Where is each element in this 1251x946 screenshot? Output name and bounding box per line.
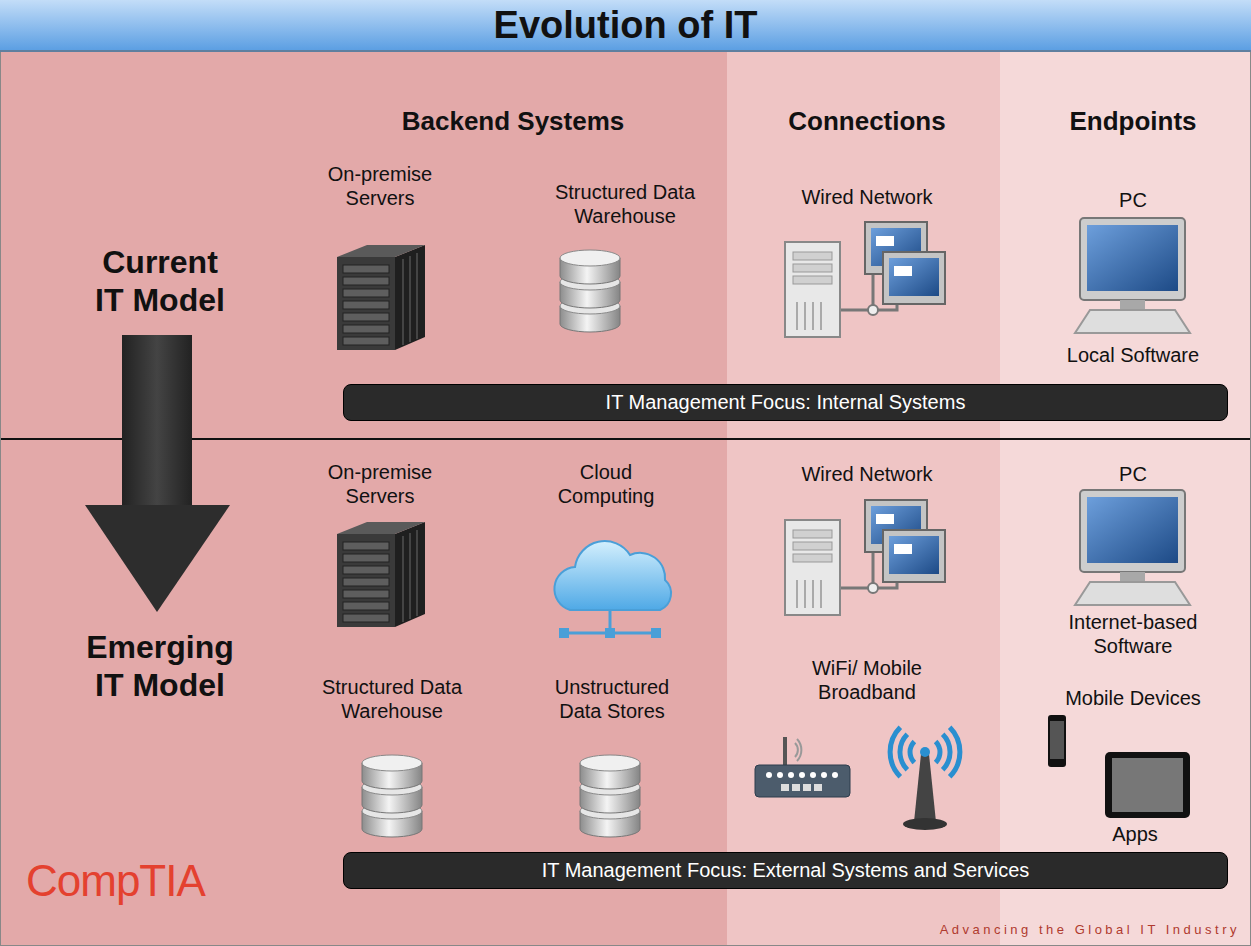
column-heading: Connections: [737, 106, 997, 137]
connections-column: [727, 0, 1000, 946]
focus-bar: IT Management Focus: External Systems an…: [343, 852, 1228, 889]
row-heading: Emerging IT Model: [84, 628, 236, 705]
pc-icon: [1075, 218, 1190, 333]
cloud-icon: [554, 541, 671, 638]
item-label: Structured Data Warehouse: [548, 180, 703, 228]
endpoints-column: [1000, 0, 1251, 946]
item-label: Cloud Computing: [546, 460, 666, 508]
phone-icon: [1048, 715, 1066, 767]
focus-text: IT Management Focus: Internal Systems: [606, 391, 966, 414]
wired-network-icon: [785, 222, 945, 337]
wired-network-icon: [785, 500, 945, 615]
column-heading: Backend Systems: [363, 106, 663, 137]
item-label: On-premise Servers: [310, 162, 450, 210]
tablet-icon: [1105, 752, 1190, 818]
row-heading: Current IT Model: [84, 243, 236, 320]
broadband-tower-icon: [890, 727, 960, 830]
pc-icon: [1075, 490, 1190, 605]
item-label: Local Software: [1033, 343, 1233, 367]
item-label: PC: [1073, 462, 1193, 486]
brand-logo: CompTIA: [26, 855, 286, 908]
transition-arrow: [85, 335, 230, 612]
server-icon: [337, 245, 425, 350]
brand-tagline: Advancing the Global IT Industry: [800, 922, 1240, 938]
item-label: Unstructured Data Stores: [532, 675, 692, 723]
column-heading: Endpoints: [1018, 106, 1248, 137]
backend-column: [0, 0, 727, 946]
wifi-router-icon: [755, 737, 850, 797]
item-label: Apps: [1085, 822, 1185, 846]
item-label: Structured Data Warehouse: [315, 675, 470, 723]
item-label: Internet-based Software: [1058, 610, 1208, 658]
focus-text: IT Management Focus: External Systems an…: [542, 859, 1030, 882]
item-label: On-premise Servers: [310, 460, 450, 508]
item-label: Mobile Devices: [1033, 686, 1233, 710]
database-icon: [560, 250, 620, 332]
database-icon: [362, 755, 422, 837]
item-label: WiFi/ Mobile Broadband: [767, 656, 967, 704]
focus-bar: IT Management Focus: Internal Systems: [343, 384, 1228, 421]
title-band: Evolution of IT: [0, 0, 1251, 52]
item-label: Wired Network: [767, 462, 967, 486]
item-label: Wired Network: [767, 185, 967, 209]
item-label: PC: [1073, 188, 1193, 212]
database-icon: [580, 755, 640, 837]
server-icon: [337, 522, 425, 627]
